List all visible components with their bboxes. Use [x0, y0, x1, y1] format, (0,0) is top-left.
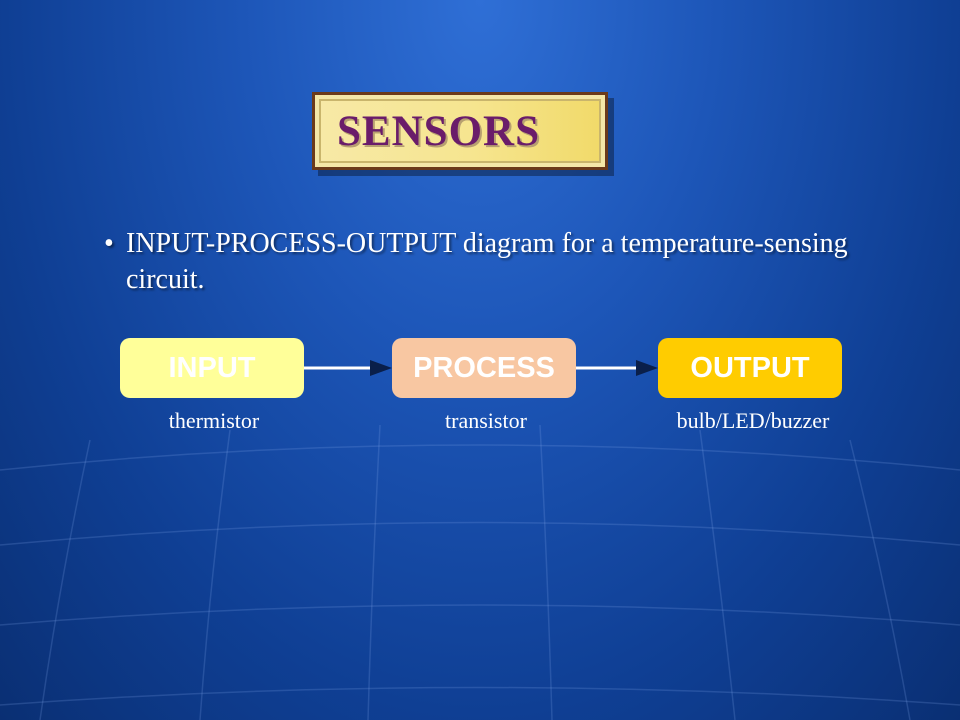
output-caption: bulb/LED/buzzer: [676, 408, 830, 433]
bullet-point: • INPUT-PROCESS-OUTPUT diagram for a tem…: [104, 226, 874, 298]
input-caption: thermistor: [168, 408, 260, 433]
input-box: INPUT: [120, 338, 304, 398]
arrow-input-to-process: [304, 360, 392, 376]
output-box: OUTPUT: [658, 338, 842, 398]
bullet-icon: •: [104, 228, 114, 259]
input-box-label: INPUT: [168, 351, 256, 384]
title-banner-inner: SENSORS: [319, 99, 601, 163]
arrow-process-to-output: [576, 360, 658, 376]
title-banner: SENSORS: [312, 92, 608, 170]
process-box: PROCESS: [392, 338, 576, 398]
process-box-label: PROCESS: [413, 351, 555, 384]
process-caption: transistor: [445, 408, 527, 433]
bullet-text: INPUT-PROCESS-OUTPUT diagram for a tempe…: [126, 228, 848, 295]
output-box-label: OUTPUT: [690, 351, 810, 384]
slide-title: SENSORS: [337, 107, 540, 155]
